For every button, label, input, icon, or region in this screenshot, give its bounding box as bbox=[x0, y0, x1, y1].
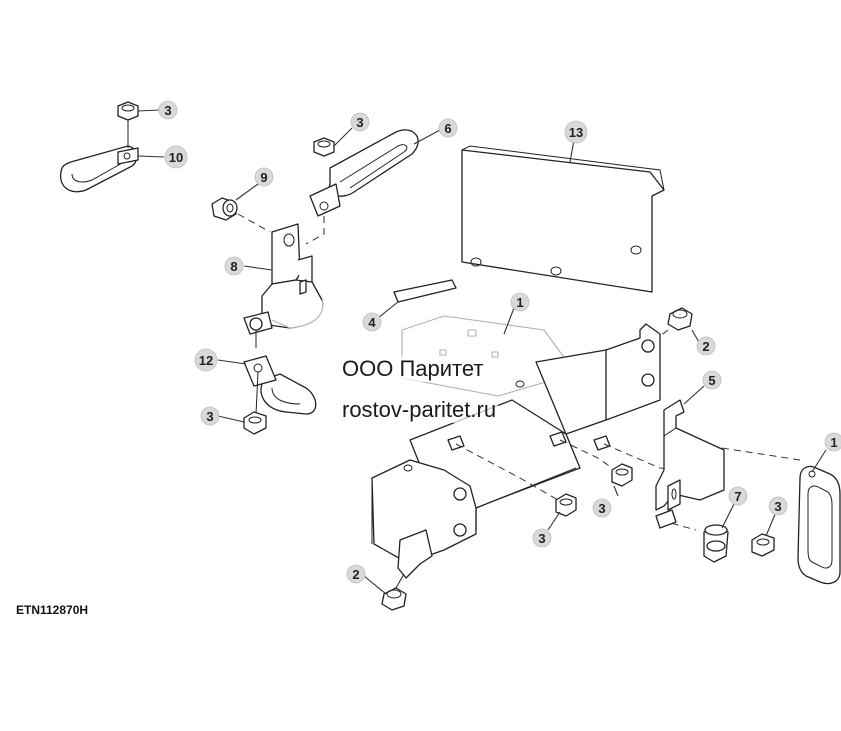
callout-11: 1 bbox=[824, 432, 841, 452]
svg-text:3: 3 bbox=[598, 501, 605, 516]
svg-text:8: 8 bbox=[230, 259, 237, 274]
svg-text:10: 10 bbox=[169, 150, 183, 165]
svg-text:3: 3 bbox=[538, 531, 545, 546]
svg-text:2: 2 bbox=[702, 339, 709, 354]
svg-text:3: 3 bbox=[356, 115, 363, 130]
svg-text:12: 12 bbox=[199, 353, 213, 368]
callout-2a: 2 bbox=[696, 336, 716, 356]
callout-12: 12 bbox=[194, 348, 218, 372]
watermark-website: rostov-paritet.ru bbox=[340, 397, 499, 423]
callout-13: 13 bbox=[564, 120, 588, 144]
watermark-company: ООО Паритет bbox=[340, 356, 486, 382]
callout-1: 1 bbox=[510, 292, 530, 312]
callout-3c: 3 bbox=[200, 406, 220, 426]
part-13-cover bbox=[461, 145, 665, 293]
part-12-strap bbox=[243, 355, 317, 415]
part-1-loop-strap-right bbox=[797, 465, 841, 585]
svg-text:3: 3 bbox=[164, 103, 171, 118]
callout-3a: 3 bbox=[158, 100, 178, 120]
part-10-strap bbox=[60, 145, 139, 193]
callout-10: 10 bbox=[164, 145, 188, 169]
svg-text:5: 5 bbox=[708, 373, 715, 388]
callout-3f: 3 bbox=[768, 496, 788, 516]
nut-3c bbox=[243, 411, 267, 435]
callout-7: 7 bbox=[728, 486, 748, 506]
part-7-grommet bbox=[703, 524, 729, 563]
svg-text:7: 7 bbox=[734, 489, 741, 504]
callout-9: 9 bbox=[254, 167, 274, 187]
nut-3d bbox=[611, 463, 633, 487]
svg-text:3: 3 bbox=[774, 499, 781, 514]
callout-2b: 2 bbox=[346, 564, 366, 584]
drawing-code: ETN112870H bbox=[16, 603, 89, 617]
svg-text:1: 1 bbox=[516, 295, 523, 310]
nut-3e bbox=[555, 493, 577, 517]
bolt-2a bbox=[667, 307, 693, 331]
svg-text:13: 13 bbox=[569, 125, 583, 140]
nut-3b bbox=[313, 137, 335, 157]
svg-text:3: 3 bbox=[206, 409, 213, 424]
part-9-nut bbox=[211, 197, 238, 221]
callout-3e: 3 bbox=[532, 528, 552, 548]
callout-5: 5 bbox=[702, 370, 722, 390]
svg-text:1: 1 bbox=[830, 435, 837, 450]
svg-text:6: 6 bbox=[444, 121, 451, 136]
leader-lines bbox=[137, 109, 827, 595]
part-5-bracket bbox=[655, 399, 725, 529]
callout-4: 4 bbox=[362, 312, 382, 332]
part-1-frame bbox=[371, 323, 661, 579]
callout-3d: 3 bbox=[592, 498, 612, 518]
callout-8: 8 bbox=[224, 256, 244, 276]
nut-3a bbox=[117, 101, 139, 148]
callout-6: 6 bbox=[438, 118, 458, 138]
bolt-2b bbox=[381, 573, 407, 611]
part-4-spacer bbox=[393, 279, 457, 303]
callout-3b: 3 bbox=[350, 112, 370, 132]
part-6-strap bbox=[309, 129, 419, 217]
svg-text:9: 9 bbox=[260, 170, 267, 185]
nut-3f bbox=[751, 533, 775, 557]
svg-text:4: 4 bbox=[368, 315, 376, 330]
part-8-bracket bbox=[243, 223, 324, 348]
svg-text:2: 2 bbox=[352, 567, 359, 582]
